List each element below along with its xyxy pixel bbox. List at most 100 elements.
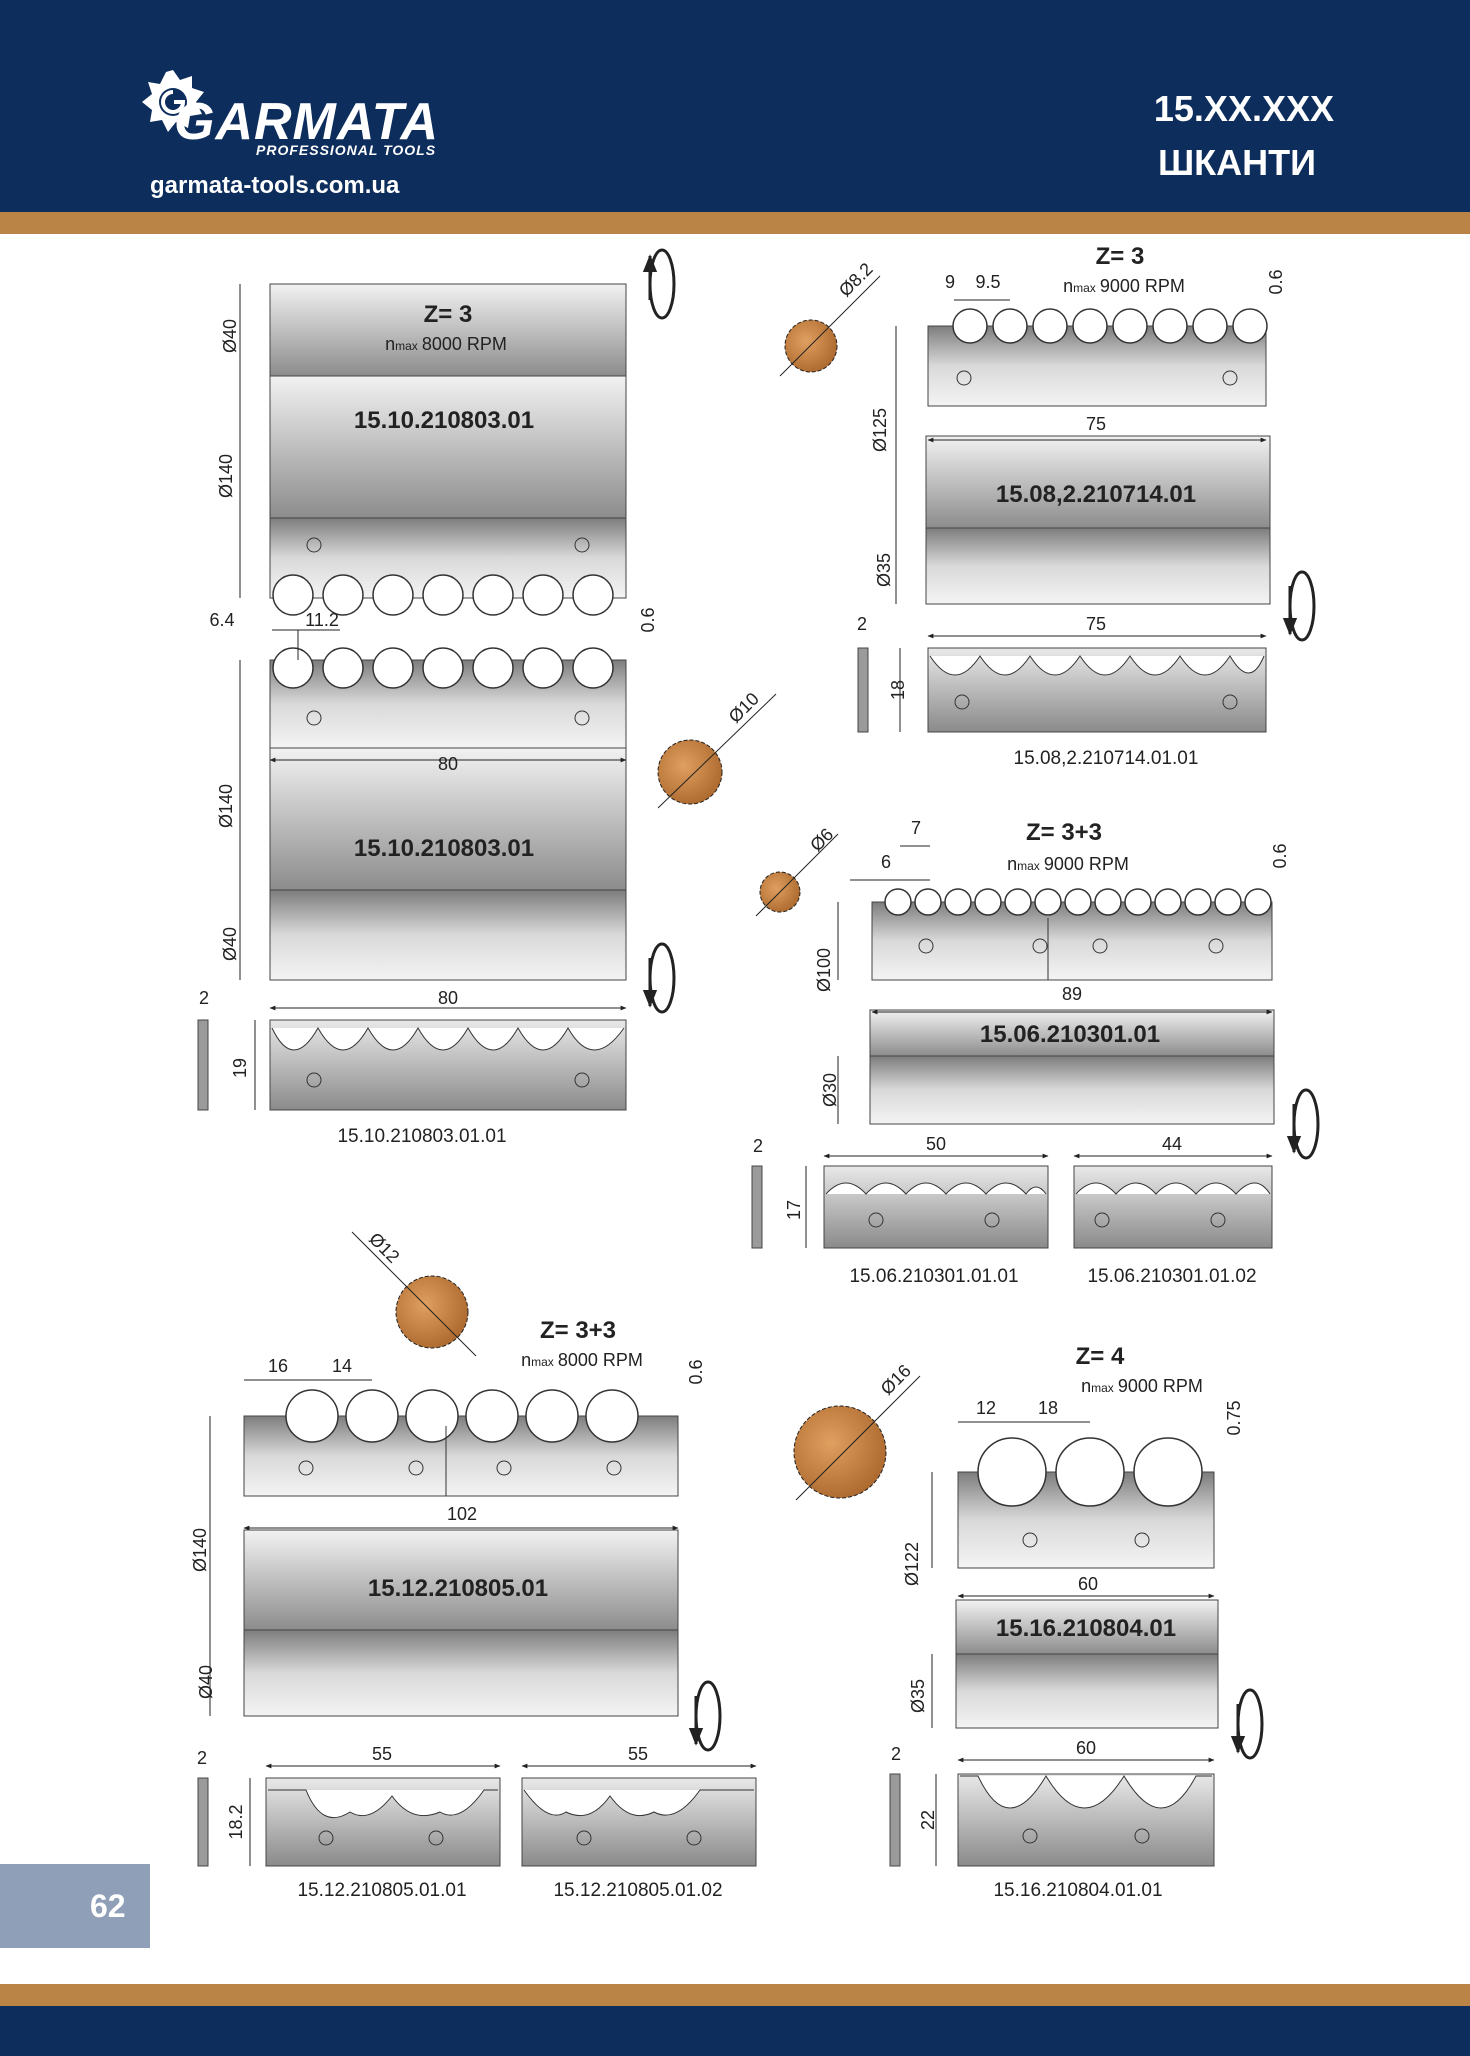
knife4-thickness: 2 [197, 1748, 207, 1768]
tool5-d-body: Ø122 [902, 1542, 922, 1586]
knife3-height: 17 [784, 1200, 804, 1220]
knife3b-width: 44 [1162, 1134, 1182, 1154]
knife3b-code: 15.06.210301.01.02 [1087, 1266, 1256, 1287]
rotation-arrow-icon [1282, 570, 1316, 642]
knife3a-width: 50 [926, 1134, 946, 1154]
tool3-width: 89 [1062, 984, 1082, 1004]
tool2-pitch-b: 9.5 [975, 272, 1000, 292]
tool2-pitch-a: 9 [945, 272, 955, 292]
tool4-d-body: Ø140 [190, 1528, 210, 1572]
tool5-dowel: Ø16 [877, 1361, 915, 1399]
tool1-dowel: Ø10 [725, 689, 763, 727]
knife5-height: 22 [918, 1810, 938, 1830]
tool1-pitch-a: 6.4 [209, 610, 234, 630]
tool4-code: 15.12.210805.01 [368, 1575, 548, 1602]
tool3-depth: 0.6 [1270, 843, 1290, 868]
tool2-dowel: Ø8.2 [835, 259, 877, 301]
tool1-body [269, 375, 627, 519]
tool1-depth: 0.6 [638, 607, 658, 632]
knife3-thickness: 2 [753, 1136, 763, 1156]
tool1-top-hub [269, 283, 627, 377]
tool2-depth: 0.6 [1266, 269, 1286, 294]
knife2-width: 75 [1086, 614, 1106, 634]
tool-3-drawing [751, 833, 1320, 1249]
knife4b-code: 15.12.210805.01.02 [553, 1880, 722, 1901]
knife2-height: 18 [888, 680, 908, 700]
tool5-code: 15.16.210804.01 [996, 1615, 1176, 1642]
page-number-box [0, 1864, 150, 1948]
tool4-pitch-a: 16 [268, 1356, 288, 1376]
tool1-pitch-b: 11.2 [305, 610, 339, 630]
knife2-code: 15.08,2.210714.01.01 [1014, 748, 1199, 769]
knife3b-blade [1073, 1165, 1273, 1249]
knife5-thickness: 2 [891, 1744, 901, 1764]
section-title: ШКАНТИ [1157, 142, 1316, 183]
rotation-arrow-icon [642, 248, 676, 320]
tool5-teeth-count: Z= 4 [1076, 1343, 1125, 1370]
footer-stripe [0, 1984, 1470, 2006]
tool5-pitch-a: 12 [976, 1398, 996, 1418]
knife1-code: 15.10.210803.01.01 [337, 1126, 506, 1147]
tool1-d-top: Ø40 [220, 319, 240, 353]
tool1-body-lower [269, 747, 627, 891]
tool3-d-body: Ø100 [814, 948, 834, 992]
knife4a-code: 15.12.210805.01.01 [297, 1880, 466, 1901]
brand-name: GARMATA [174, 93, 440, 151]
tool3-d-bottom: Ø30 [820, 1073, 840, 1107]
dowel-section-icon [657, 739, 723, 805]
tool1-teeth-count: Z= 3 [424, 301, 473, 328]
tool3-teeth-count: Z= 3+3 [1026, 819, 1102, 846]
tool-4-drawing [197, 1231, 757, 1867]
knife4b-width: 55 [628, 1744, 648, 1764]
rotation-arrow-icon [688, 1680, 722, 1752]
tool3-dowel: Ø6 [806, 824, 837, 855]
knife4a-width: 55 [372, 1744, 392, 1764]
tool2-width: 75 [1086, 414, 1106, 434]
knife1-height: 19 [230, 1058, 250, 1078]
tool1-d-bottom: Ø40 [220, 927, 240, 961]
header-stripe [0, 212, 1470, 234]
knife3a-code: 15.06.210301.01.01 [849, 1266, 1018, 1287]
knife4-height: 18.2 [226, 1804, 246, 1839]
section-code: 15.XX.XXX [1153, 88, 1334, 129]
rotation-arrow-icon [642, 942, 676, 1014]
tool4-teeth-count: Z= 3+3 [540, 1317, 616, 1344]
tool1-d-body: Ø140 [216, 454, 236, 498]
tool2-code: 15.08,2.210714.01 [996, 481, 1196, 508]
knife2-thickness: 2 [857, 614, 867, 634]
tool1-width: 80 [438, 754, 458, 774]
knife3a-blade [823, 1165, 1049, 1249]
tool3-code: 15.06.210301.01 [980, 1021, 1160, 1048]
tool-2-drawing [779, 275, 1316, 733]
tool3-body [869, 1009, 1275, 1057]
tool5-depth: 0.75 [1224, 1400, 1244, 1435]
tool2-body [925, 435, 1271, 529]
tool2-d-body: Ø125 [870, 408, 890, 452]
tool4-d-bottom: Ø40 [196, 1665, 216, 1699]
tool1-code: 15.10.210803.01 [354, 407, 534, 434]
tool5-pitch-b: 18 [1038, 1398, 1058, 1418]
knife1-thickness: 2 [199, 988, 209, 1008]
tool2-d-bottom: Ø35 [874, 553, 894, 587]
tool-1-drawing [197, 248, 777, 1111]
tool1-d-body2: Ø140 [216, 784, 236, 828]
tool-5-drawing [793, 1375, 1264, 1867]
header-band [0, 0, 1470, 212]
tool4-pitch-b: 14 [332, 1356, 352, 1376]
garmata-logo-icon [142, 70, 204, 132]
page-number: 62 [90, 1888, 126, 1924]
website-link[interactable]: garmata-tools.com.ua [150, 172, 400, 199]
brand-tagline: PROFESSIONAL TOOLS [256, 142, 437, 158]
tool4-dowel: Ø12 [365, 1229, 403, 1267]
rotation-arrow-icon [1230, 1688, 1264, 1760]
tool3-pitch-a: 6 [881, 852, 891, 872]
dowel-section-icon [784, 319, 838, 373]
tool4-depth: 0.6 [686, 1359, 706, 1384]
tool3-pitch-b: 7 [911, 818, 921, 838]
tool5-width: 60 [1078, 1574, 1098, 1594]
